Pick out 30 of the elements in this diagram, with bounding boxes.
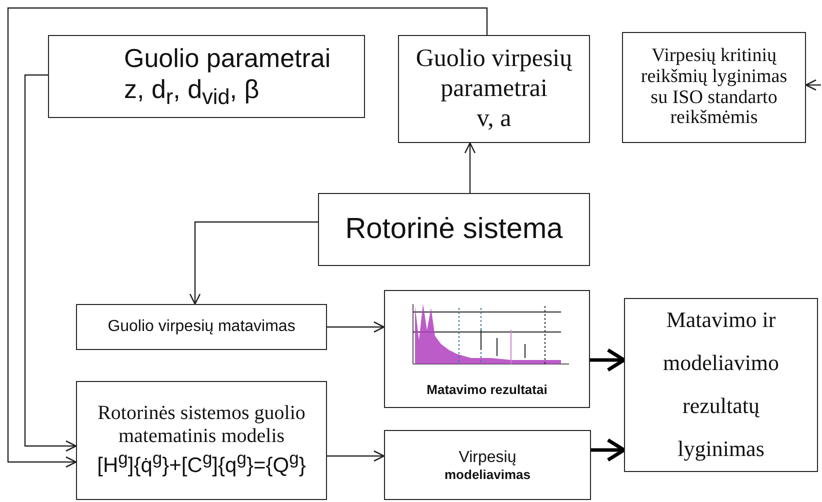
box-label: Guolio virpesių matavimas — [108, 317, 296, 337]
arrow — [7, 7, 488, 468]
process-box — [76, 381, 327, 500]
arrow — [327, 321, 385, 333]
equation: [H$^{g}$]{q̇$^{g}$}+[C$^{g}$]{q$^{g}$}={Q$^{g}$} — [97, 448, 306, 479]
box-label: Virpesių — [458, 448, 516, 467]
box-label: Matavimo ir modeliavimo rezultatų lyginimas — [662, 306, 780, 463]
box-label: Rotorinė sistema — [345, 212, 563, 247]
box-detail: modeliavimas — [444, 466, 530, 482]
arrow — [189, 221, 318, 305]
box-detail: v, a — [476, 104, 512, 134]
arrow — [24, 74, 77, 452]
process-box — [76, 304, 327, 350]
box-label: Virpesių kritinių reikšmių lyginimas su ISO standarto reikšmėmis — [640, 46, 788, 130]
box-label: Rotorinės sistemos guolio matematinis modelis — [96, 402, 306, 448]
arrow — [591, 438, 626, 462]
arrow — [805, 79, 821, 91]
process-box — [398, 35, 590, 143]
box-label: Matavimo rezultatai — [426, 382, 548, 398]
process-box — [48, 35, 365, 118]
arrow — [464, 142, 476, 193]
box-label: Guolio parametrai — [124, 42, 331, 74]
box-detail: z, d$_{r}$, d$_{vid}$, β — [124, 74, 260, 110]
process-box — [622, 32, 806, 143]
process-box — [384, 430, 591, 500]
process-box — [624, 298, 818, 472]
arrow — [327, 450, 385, 462]
result-panel — [384, 290, 590, 408]
arrow — [590, 348, 626, 372]
process-box — [318, 193, 590, 266]
